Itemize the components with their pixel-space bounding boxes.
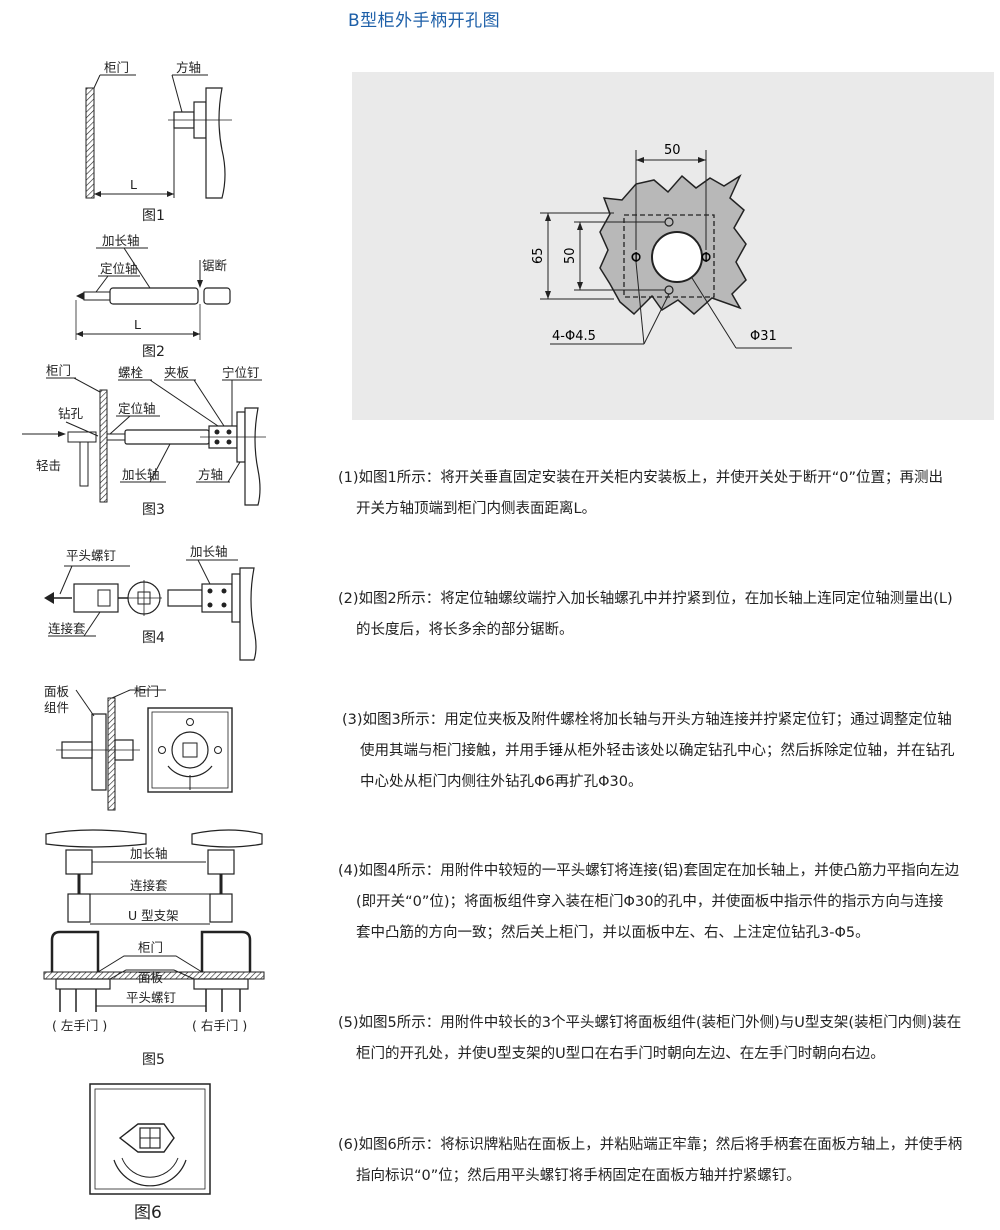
step-5-line-1: (5)如图5所示：用附件中较长的3个平头螺钉将面板组件(装柜门外侧)与U型支架(…: [338, 1015, 962, 1031]
figure-1: 柜门 方轴 L 图1: [85, 60, 232, 224]
mounting-hole-right: [701, 252, 711, 262]
hole-symbol-right: Φ: [701, 251, 711, 266]
step-5-text: (5)如图5所示：用附件中较长的3个平头螺钉将面板组件(装柜门外侧)与U型支架(…: [338, 1008, 961, 1070]
step-4-line-2: (即开关“0”位)；将面板组件穿入装在柜门Φ30的孔中，并使面板中指示件的指示方…: [356, 894, 944, 910]
hole-spec-label: 4-Φ4.5: [552, 329, 596, 344]
fig3-screw-label: 宁位钉: [222, 365, 260, 380]
hole-symbol-left: Φ: [631, 251, 641, 266]
figure-4: 平头螺钉 连接套 加长轴 图4: [44, 544, 257, 661]
fig4-caption: 图4: [142, 630, 165, 646]
fig3-bolt-label: 螺栓: [118, 365, 144, 380]
fig3-caption: 图3: [142, 502, 165, 518]
fig4-sleeve-label: 连接套: [48, 621, 86, 636]
fig1-dim-label: L: [130, 177, 137, 192]
fig5-ext-shaft-label: 加长轴: [130, 846, 168, 861]
figure-5: 加长轴 连接套 U 型支架 柜门 面板 平头螺钉 ( 左手门 ) ( 右手门 )…: [43, 829, 265, 1068]
dim-width-label: 50: [664, 143, 681, 158]
step-6-line-1: (6)如图6所示：将标识牌粘贴在面板上，并粘贴端正牢靠；然后将手柄套在面板方轴上…: [338, 1137, 963, 1153]
step-1-line-2: 开关方轴顶端到柜门内侧表面距离L。: [356, 501, 597, 517]
step-3-line-1: (3)如图3所示：用定位夹板及附件螺栓将加长轴与开头方轴连接并拧紧定位钉；通过调…: [342, 712, 952, 728]
fig5-flat-screw-label: 平头螺钉: [126, 990, 177, 1005]
fig-panel-door-label: 柜门: [134, 684, 159, 699]
step-6-line-2: 指向标识“0”位；然后用平头螺钉将手柄固定在面板方轴并拧紧螺钉。: [356, 1168, 801, 1184]
figure-column: 柜门 方轴 L 图1 锯断 加长轴 定位轴 L 图2: [0, 0, 330, 1230]
step-4-line-3: 套中凸筋的方向一致；然后关上柜门，并以面板中左、右、上注定位钻孔3-Φ5。: [356, 925, 870, 941]
panel-label: 面板: [44, 684, 70, 699]
fig5-sleeve-label: 连接套: [130, 878, 168, 893]
fig2-saw-label: 锯断: [202, 258, 227, 273]
step-5-line-2: 柜门的开孔处，并使U型支架的U型口在右手门时朝向左边、在左手门时朝向右边。: [356, 1046, 885, 1062]
assembly-label: 组件: [44, 700, 69, 715]
fig3-pos-shaft-label: 定位轴: [118, 401, 156, 416]
fig4-ext-shaft-label: 加长轴: [190, 544, 228, 559]
installation-figures: 柜门 方轴 L 图1 锯断 加长轴 定位轴 L 图2: [22, 60, 266, 1223]
fig3-shaft-label: 方轴: [198, 467, 223, 482]
fig1-door-label: 柜门: [104, 60, 129, 75]
fig5-caption: 图5: [142, 1052, 165, 1068]
fig3-ext-shaft-label: 加长轴: [122, 467, 160, 482]
figure-6: 图6: [89, 1083, 211, 1223]
step-1-line-1: (1)如图1所示：将开关垂直固定安装在开关柜内安装板上，并使开关处于断开“0”位…: [338, 470, 944, 486]
figure-panel-assembly: 面板 组件 柜门: [44, 684, 233, 811]
figure-3: 柜门 轻击 钻孔 螺栓 夹板 宁位钉 定位轴 加长轴 方: [22, 363, 266, 518]
fig5-left-door-label: ( 左手门 ): [52, 1018, 107, 1033]
step-3-text: (3)如图3所示：用定位夹板及附件螺栓将加长轴与开头方轴连接并拧紧定位钉；通过调…: [342, 705, 955, 798]
fig5-bracket-label: U 型支架: [128, 908, 179, 923]
step-3-line-3: 中心处从柜门内侧往外钻孔Φ6再扩孔Φ30。: [360, 774, 643, 790]
fig5-panel-label: 面板: [138, 970, 164, 985]
step-4-line-1: (4)如图4所示：用附件中较短的一平头螺钉将连接(铝)套固定在加长轴上，并使凸筋…: [338, 863, 960, 879]
mounting-hole-left: [631, 252, 641, 262]
step-2-text: (2)如图2所示：将定位轴螺纹端拧入加长轴螺孔中并拧紧到位，在加长轴上连同定位轴…: [338, 584, 953, 646]
fig3-clamp-label: 夹板: [164, 365, 190, 380]
step-3-line-2: 使用其端与柜门接触，并用手锤从柜外轻击该处以确定钻孔中心；然后拆除定位轴，并在钻…: [360, 743, 955, 759]
fig2-ext-shaft-label: 加长轴: [102, 233, 140, 248]
fig3-door-label: 柜门: [46, 363, 71, 378]
cutout-diagram-panel: Φ Φ 50 65 50 4-Φ4.5 Φ31: [352, 72, 994, 420]
dim-height-outer-label: 65: [531, 247, 546, 264]
step-6-text: (6)如图6所示：将标识牌粘贴在面板上，并粘贴端正牢靠；然后将手柄套在面板方轴上…: [338, 1130, 962, 1192]
center-hole: [651, 231, 703, 283]
fig1-shaft-label: 方轴: [176, 60, 201, 75]
figure-2: 锯断 加长轴 定位轴 L 图2: [75, 233, 231, 360]
dim-height-inner-label: 50: [563, 247, 578, 264]
fig3-tap-label: 轻击: [36, 458, 61, 473]
fig1-caption: 图1: [142, 208, 165, 224]
fig4-flat-screw-label: 平头螺钉: [66, 548, 117, 563]
cutout-diagram: Φ Φ 50 65 50 4-Φ4.5 Φ31: [531, 143, 792, 349]
fig5-door-label: 柜门: [138, 940, 163, 955]
fig2-pos-shaft-label: 定位轴: [100, 261, 138, 276]
center-hole-label: Φ31: [750, 329, 777, 344]
fig5-right-door-label: ( 右手门 ): [192, 1018, 247, 1033]
mounting-square-outline: [623, 214, 715, 298]
step-2-line-1: (2)如图2所示：将定位轴螺纹端拧入加长轴螺孔中并拧紧到位，在加长轴上连同定位轴…: [338, 591, 953, 607]
fig2-caption: 图2: [142, 344, 165, 360]
step-1-text: (1)如图1所示：将开关垂直固定安装在开关柜内安装板上，并使开关处于断开“0”位…: [338, 463, 943, 525]
fig6-caption: 图6: [134, 1203, 162, 1223]
step-4-text: (4)如图4所示：用附件中较短的一平头螺钉将连接(铝)套固定在加长轴上，并使凸筋…: [338, 856, 959, 949]
page-title: B型柜外手柄开孔图: [348, 11, 501, 31]
fig2-dim-label: L: [134, 317, 141, 332]
step-2-line-2: 的长度后，将长多余的部分锯断。: [356, 622, 574, 638]
fig3-drill-label: 钻孔: [58, 406, 84, 421]
